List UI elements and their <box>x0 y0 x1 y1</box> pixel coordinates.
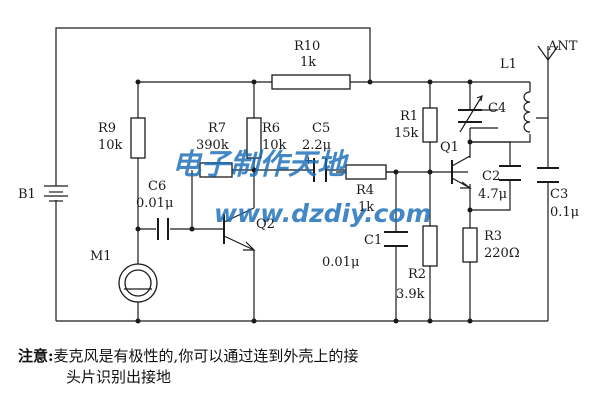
capacitor-c6 <box>157 218 169 240</box>
label-r1: R1 <box>400 109 418 124</box>
antenna-symbol <box>537 45 559 61</box>
junctions <box>135 79 473 324</box>
junction-dot <box>135 226 141 232</box>
junction-dot <box>393 169 399 175</box>
note-line-2: 头片识别出接地 <box>66 368 172 386</box>
label-r2: R2 <box>408 267 426 282</box>
label-r6: R6 <box>262 121 280 136</box>
junction-dot <box>427 79 433 85</box>
note-text: 注意:麦克风是有极性的,你可以通过连到外壳上的接 头片识别出接地 <box>18 346 588 388</box>
junction-dot <box>467 318 473 324</box>
label-r9: R9 <box>98 121 116 136</box>
label-l1: L1 <box>500 57 517 72</box>
value-c1: 0.01μ <box>322 255 359 270</box>
capacitor-c5: + <box>304 154 327 182</box>
value-r9: 10k <box>98 138 123 153</box>
label-c5: C5 <box>312 121 330 136</box>
label-c3: C3 <box>550 187 568 202</box>
label-c4: C4 <box>488 101 506 116</box>
value-r4: 1k <box>358 200 374 215</box>
battery-symbol <box>44 185 68 202</box>
label-ant: ANT <box>547 39 578 54</box>
junction-dot <box>427 318 433 324</box>
microphone-m1 <box>118 263 158 303</box>
junction-dot <box>251 318 257 324</box>
variable-capacitor-c4 <box>458 95 483 133</box>
transistor-q2 <box>223 207 256 251</box>
value-c5: 2.2μ <box>302 138 331 153</box>
junction-dot <box>251 79 257 85</box>
resistor-r6 <box>246 117 262 159</box>
note-heading: 注意: <box>18 347 54 365</box>
transistor-q1 <box>451 155 472 189</box>
junction-dot <box>427 169 433 175</box>
resistor-r1 <box>422 107 438 143</box>
wire-antenna <box>536 60 549 168</box>
junction-dot <box>467 139 473 145</box>
label-r3: R3 <box>484 229 502 244</box>
value-c3: 0.1μ <box>550 205 579 220</box>
value-r6: 10k <box>262 138 287 153</box>
value-r10: 1k <box>300 55 316 70</box>
resistor-r10 <box>271 74 351 90</box>
label-c1: C1 <box>364 233 382 248</box>
junction-dot <box>393 318 399 324</box>
value-r2: 3.9k <box>396 287 425 302</box>
wire-outer-loop <box>55 27 371 186</box>
capacitor-c2 <box>499 165 521 181</box>
wire-l1-bottom <box>470 134 531 143</box>
capacitor-c3 <box>537 167 559 183</box>
resistor-r7 <box>199 162 233 178</box>
label-c2: C2 <box>482 169 500 184</box>
value-c6: 0.01μ <box>136 196 173 211</box>
value-c2: 4.7μ <box>478 187 507 202</box>
label-m1: M1 <box>90 249 112 264</box>
junction-dot <box>467 207 473 213</box>
note-line-1: 麦克风是有极性的,你可以通过连到外壳上的接 <box>53 347 359 365</box>
junction-dot <box>367 79 373 85</box>
label-r10: R10 <box>294 39 320 54</box>
junction-dot <box>135 79 141 85</box>
label-q2: Q2 <box>256 217 275 232</box>
resistor-r4 <box>345 164 387 180</box>
resistor-r3 <box>462 227 478 263</box>
junction-dot <box>135 318 141 324</box>
label-r4: R4 <box>356 183 374 198</box>
label-b1: B1 <box>18 187 36 202</box>
label-r7: R7 <box>208 121 226 136</box>
junction-dot <box>189 226 195 232</box>
capacitor-c1 <box>384 231 408 247</box>
value-r7: 390k <box>196 138 229 153</box>
svg-text:+: + <box>304 154 313 167</box>
watermark-cn: 电子制作天地 <box>172 147 350 181</box>
label-q1: Q1 <box>440 140 459 155</box>
junction-dot <box>467 79 473 85</box>
resistor-r9 <box>130 117 146 159</box>
value-r1: 15k <box>394 126 419 141</box>
wire-c2 <box>470 141 511 211</box>
watermark-url: www.dzdiy.com <box>214 199 432 228</box>
resistor-r2 <box>422 225 438 267</box>
label-c6: C6 <box>148 179 166 194</box>
inductor-l1 <box>523 91 531 133</box>
junction-dot <box>251 167 257 173</box>
value-r3: 220Ω <box>484 246 520 261</box>
